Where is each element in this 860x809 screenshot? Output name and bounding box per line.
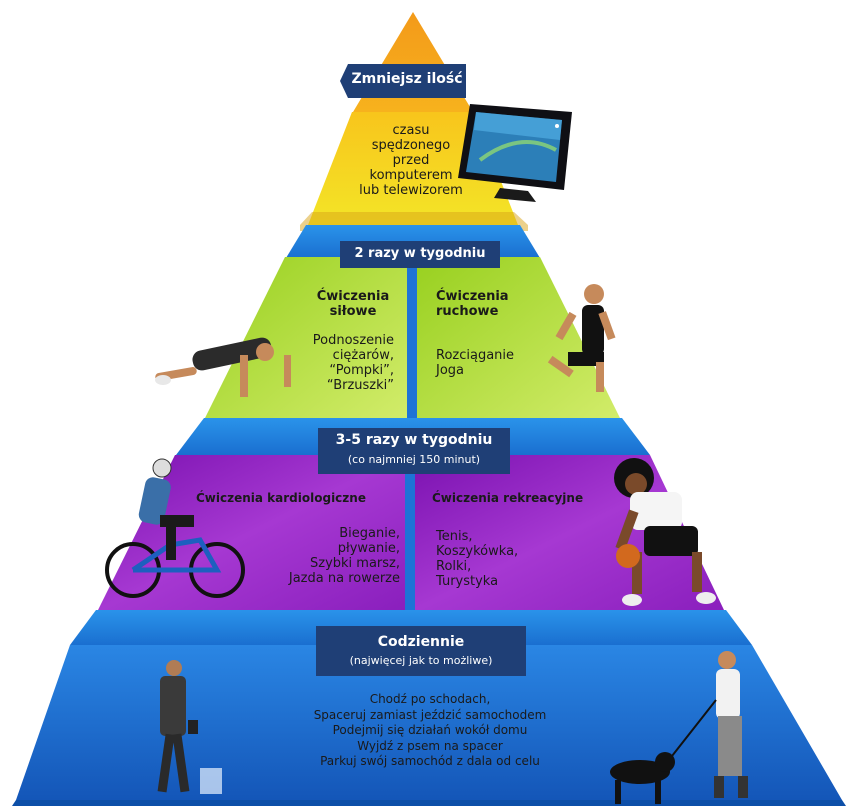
banner-base — [316, 626, 526, 676]
businessman-icon — [157, 660, 222, 794]
item-line: ciężarów, — [332, 347, 394, 363]
banner-top — [340, 64, 466, 98]
banner-third-sublabel: (co najmniej 150 minut) — [347, 453, 481, 466]
tier-second-divider — [407, 257, 417, 418]
text-line: komputerem — [369, 167, 453, 183]
stretching-person-icon — [547, 284, 616, 392]
item-line: Chodź po schodach, — [369, 692, 491, 706]
item-line: Rozciąganie — [436, 348, 515, 363]
item-line: Parkuj swój samochód z dala od celu — [320, 754, 540, 769]
item-line: Turystyka — [436, 573, 499, 589]
banner-second-label: 2 razy w tygodniu — [354, 246, 486, 261]
daily-items: Chodź po schodach, Spaceruj zamiast jeźd… — [250, 692, 610, 770]
tier-second-right — [417, 257, 620, 418]
banner-base-sublabel: (najwięcej jak to możliwe) — [349, 654, 493, 667]
top-tier-text: czasu spędzonego przed komputerem lub te… — [356, 123, 466, 199]
basketball-player-icon — [614, 458, 716, 606]
text-line: przed — [392, 152, 430, 168]
item-line: Szybki marsz, — [310, 555, 400, 571]
banner-third — [318, 428, 510, 474]
title-line: Ćwiczenia — [316, 289, 390, 304]
strength-items: Podnoszenie ciężarów, “Pompki”, “Brzuszk… — [280, 333, 394, 394]
item-line: Podejmij się działań wokół domu — [332, 723, 528, 738]
monitor-icon — [458, 104, 572, 202]
item-line: Podnoszenie — [312, 333, 394, 348]
text-line: spędzonego — [371, 137, 451, 153]
dog-walker-icon — [610, 651, 748, 804]
item-line: Joga — [436, 362, 465, 378]
item-line: Wyjdź z psem na spacer — [357, 738, 503, 753]
banner-base-label: Codziennie — [377, 634, 465, 650]
item-line: Koszykówka, — [436, 543, 519, 559]
banner-third-label: 3-5 razy w tygodniu — [335, 432, 493, 448]
tier-second-left — [205, 257, 407, 418]
banner-top-label: Zmniejsz ilość — [351, 71, 463, 87]
item-line: Jazda na rowerze — [288, 570, 400, 586]
movement-items: Rozciąganie Joga — [436, 348, 546, 379]
item-line: Tenis, — [436, 529, 473, 544]
recreation-title: Ćwiczenia rekreacyjne — [432, 491, 584, 505]
cyclist-icon — [105, 458, 245, 598]
item-line: Bieganie, — [339, 526, 400, 541]
item-line: Rolki, — [436, 558, 472, 574]
pushup-person-icon — [155, 337, 291, 397]
tier-third-divider — [405, 455, 415, 610]
text-line: lub telewizorem — [359, 182, 463, 198]
cardio-items: Bieganie, pływanie, Szybki marsz, Jazda … — [240, 526, 400, 587]
item-line: “Pompki”, — [329, 362, 394, 378]
movement-title: Ćwiczenia ruchowe — [436, 289, 546, 320]
item-line: pływanie, — [337, 540, 400, 556]
text-line: czasu — [392, 123, 430, 138]
item-line: Spaceruj zamiast jeździć samochodem — [313, 707, 547, 722]
recreation-items: Tenis, Koszykówka, Rolki, Turystyka — [436, 529, 566, 590]
title-line: ruchowe — [436, 303, 499, 319]
title-line: siłowe — [329, 303, 377, 319]
item-line: “Brzuszki” — [326, 377, 394, 393]
banner-second — [340, 241, 500, 268]
strength-title: Ćwiczenia siłowe — [298, 289, 408, 320]
title-line: Ćwiczenia — [436, 289, 509, 304]
tier-base-floor — [12, 800, 846, 806]
cardio-title: Ćwiczenia kardiologiczne — [196, 491, 366, 505]
